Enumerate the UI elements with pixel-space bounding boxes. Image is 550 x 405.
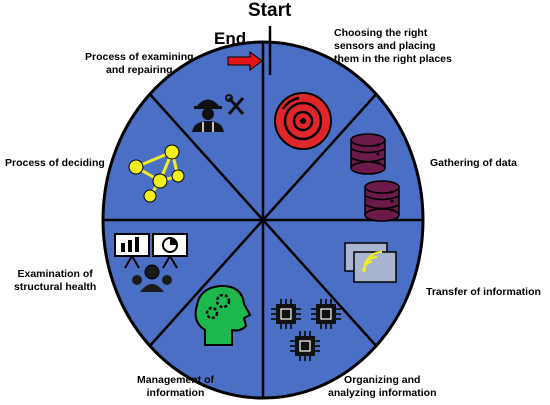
chip (311, 299, 341, 329)
sector-divider (262, 93, 378, 221)
brain-gears-icon (194, 284, 252, 346)
start-label: Start (248, 0, 292, 21)
sector-divider (148, 93, 264, 221)
sector-divider (148, 219, 264, 347)
sensor-disc-icon (274, 92, 332, 150)
chip-icon (271, 299, 341, 361)
database-icon (350, 133, 400, 222)
end-label: End (214, 29, 247, 48)
engineer-tools-icon (192, 94, 245, 132)
sector-divider (262, 219, 378, 347)
sector-dividers (103, 42, 423, 398)
stage-label-data-gathering: Gathering of data (430, 157, 517, 169)
end-arrow-icon (227, 51, 263, 71)
stage-label-deciding: Process of deciding (5, 157, 105, 169)
chip (271, 299, 301, 329)
presentation-icon (114, 233, 188, 292)
stage-label-information-transfer: Transfer of information (426, 286, 541, 298)
network-people-icon (128, 144, 185, 203)
chip (290, 331, 320, 361)
wireless-transfer-icon (344, 242, 397, 283)
